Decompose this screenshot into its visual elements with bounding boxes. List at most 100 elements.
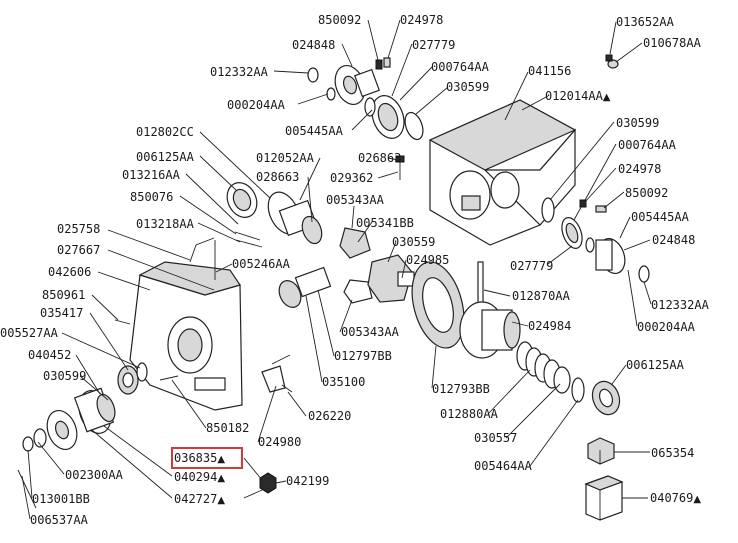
part-label-l-027779a: 027779 (412, 38, 455, 52)
part-label-l-040294: 040294▲ (174, 470, 225, 486)
kit-box-040769 (584, 475, 624, 521)
ring-gear (411, 261, 465, 349)
part-label-l-027667: 027667 (57, 243, 100, 257)
part-label-l-030557: 030557 (474, 431, 517, 445)
part-label-l-024984: 024984 (528, 319, 571, 333)
part-label-l-000204aa-b: 000204AA (637, 320, 695, 334)
part-label-l-005343aa-b: 005343AA (341, 325, 399, 339)
part-number: 013652AA (616, 15, 674, 29)
sleeve-040294 (73, 387, 116, 434)
part-number: 030559 (392, 235, 436, 249)
nut-top-right (605, 54, 619, 69)
bevel-pinion-small (339, 227, 373, 304)
seal-ring-small-a (307, 67, 336, 101)
part-number: 012332AA (210, 65, 268, 79)
differential-case-024984 (459, 301, 521, 359)
part-number: 042606 (48, 265, 92, 279)
part-label-l-040769: 040769▲ (650, 491, 701, 507)
part-number: 005343AA (341, 325, 399, 339)
part-number: 042727 (174, 492, 218, 506)
part-label-l-024848b: 024848 (652, 233, 695, 247)
part-number: 850076 (130, 190, 174, 204)
leader-lines (21, 19, 652, 520)
part-number: 027667 (57, 243, 101, 257)
part-number: 010678AA (643, 36, 701, 50)
part-number: 850092 (625, 186, 669, 200)
part-number: 012052AA (256, 151, 314, 165)
part-number: 000204AA (637, 320, 695, 334)
part-number: 012332AA (651, 298, 709, 312)
part-number: 024978 (618, 162, 662, 176)
part-number: 024848 (292, 38, 336, 52)
part-number: 024980 (258, 435, 302, 449)
part-label-l-035417: 035417 (40, 306, 83, 320)
pinion-carrier-012052 (267, 191, 323, 245)
part-label-l-042606: 042606 (48, 265, 91, 279)
support-bracket (129, 261, 243, 411)
gear-housing (428, 99, 577, 246)
part-label-l-027779b: 027779 (510, 259, 553, 273)
part-number: 013218AA (136, 217, 194, 231)
part-number: 002300AA (65, 468, 123, 482)
bearing-cup-upper (364, 95, 424, 141)
bearing-035417 (117, 365, 139, 395)
part-number: 000764AA (431, 60, 489, 74)
part-label-l-042199: 042199 (286, 474, 329, 488)
part-number: 024984 (528, 319, 572, 333)
part-label-l-012797bb: 012797BB (334, 349, 392, 363)
part-label-l-013218aa: 013218AA (136, 217, 194, 231)
part-number: 005341BB (356, 216, 414, 230)
part-number: 065354 (651, 446, 695, 460)
part-number: 012014AA (545, 89, 603, 103)
part-label-l-850076: 850076 (130, 190, 173, 204)
part-label-l-005445aa-b: 005445AA (631, 210, 689, 224)
pin-026220 (281, 384, 293, 393)
part-label-l-065354: 065354 (651, 446, 694, 460)
part-number: 040294 (174, 470, 218, 484)
part-label-l-042727: 042727▲ (174, 492, 225, 508)
part-label-l-030599c: 030599 (43, 369, 86, 383)
part-label-l-012014aa: 012014AA▲ (545, 89, 611, 105)
part-number: 012797BB (334, 349, 392, 363)
part-label-l-850961: 850961 (42, 288, 85, 302)
part-label-l-024980: 024980 (258, 435, 301, 449)
part-number: 040452 (28, 348, 72, 362)
part-number: 850961 (42, 288, 86, 302)
bearing-right-006125 (591, 380, 621, 416)
part-number: 030599 (446, 80, 490, 94)
flange-right (585, 237, 650, 283)
part-number: 012802CC (136, 125, 194, 139)
part-label-l-040452: 040452 (28, 348, 71, 362)
part-number: 036835 (174, 451, 218, 465)
part-number: 035100 (322, 375, 366, 389)
part-label-l-012880aa: 012880AA (440, 407, 498, 421)
part-number: 024985 (406, 253, 450, 267)
bolt-850182 (159, 375, 179, 381)
part-label-l-026863: 026863 (358, 151, 401, 165)
highlight-box (171, 447, 243, 469)
shaft-035100 (278, 266, 332, 308)
part-number: 006125AA (136, 150, 194, 164)
part-number: 013001BB (32, 492, 90, 506)
part-number: 850092 (318, 13, 362, 27)
part-label-l-012870aa: 012870AA (512, 289, 570, 303)
part-label-l-850092b: 850092 (625, 186, 668, 200)
part-label-l-000764aa-b: 000764AA (618, 138, 676, 152)
part-label-l-013652aa: 013652AA (616, 15, 674, 29)
triangle-icon: ▲ (217, 454, 226, 465)
part-number: 005445AA (285, 124, 343, 138)
triangle-icon: ▲ (217, 473, 226, 484)
part-number: 040769 (650, 491, 694, 505)
part-label-l-024978b: 024978 (618, 162, 661, 176)
part-label-l-012802cc: 012802CC (136, 125, 194, 139)
part-label-l-012052aa: 012052AA (256, 151, 314, 165)
part-number: 028663 (256, 170, 300, 184)
part-number: 026220 (308, 409, 352, 423)
part-label-l-030599a: 030599 (446, 80, 489, 94)
triangle-icon: ▲ (602, 92, 611, 103)
part-number: 030599 (43, 369, 87, 383)
fork-024980 (261, 354, 291, 393)
part-label-l-006125aa-b: 006125AA (626, 358, 684, 372)
part-label-l-013216aa: 013216AA (122, 168, 180, 182)
